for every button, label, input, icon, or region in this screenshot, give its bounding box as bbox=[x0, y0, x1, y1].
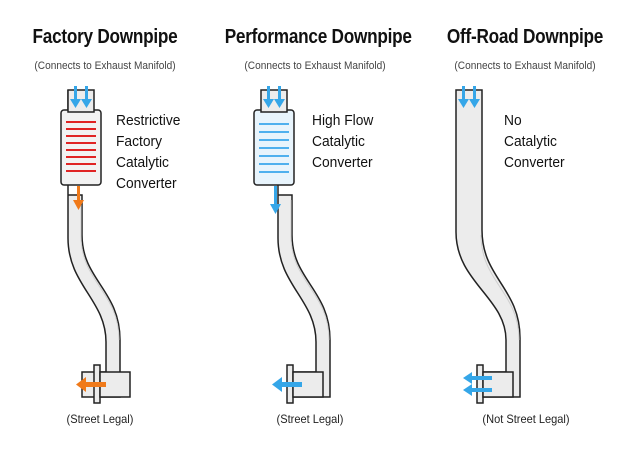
pipe-inner bbox=[480, 234, 520, 341]
performance-downpipe-panel: Performance Downpipe (Connects to Exhaus… bbox=[210, 0, 420, 450]
exhaust-arrow-icon bbox=[463, 372, 492, 396]
panel-subtitle: (Connects to Exhaust Manifold) bbox=[454, 60, 596, 72]
converter-label: No Catalytic Converter bbox=[504, 112, 565, 171]
outflow-arrow-icon bbox=[73, 186, 84, 210]
legal-status: (Street Legal) bbox=[66, 412, 134, 426]
factory-downpipe-panel: Factory Downpipe (Connects to Exhaust Ma… bbox=[0, 0, 210, 450]
legal-status: (Not Street Legal) bbox=[482, 412, 570, 426]
inflow-arrow-icon bbox=[70, 86, 92, 108]
pipe-body bbox=[67, 90, 121, 398]
panel-title: Off-Road Downpipe bbox=[446, 26, 604, 48]
exhaust-arrow-icon bbox=[76, 377, 106, 392]
legal-status: (Street Legal) bbox=[276, 412, 344, 426]
converter-label: Restrictive Factory Catalytic Converter bbox=[116, 112, 181, 192]
downpipe-illustration bbox=[253, 86, 331, 404]
panel-subtitle: (Connects to Exhaust Manifold) bbox=[34, 60, 176, 72]
exhaust-arrow-icon bbox=[272, 377, 302, 392]
panel-title: Factory Downpipe bbox=[32, 26, 178, 48]
panel-title: Performance Downpipe bbox=[224, 26, 412, 48]
pipe-inner bbox=[290, 200, 330, 341]
downpipe-illustration bbox=[455, 86, 521, 404]
downpipe-illustration bbox=[60, 86, 131, 404]
outflow-arrow-icon bbox=[270, 186, 281, 214]
pipe-outlet bbox=[482, 371, 514, 398]
pipe-inner bbox=[80, 200, 120, 341]
converter-label: High Flow Catalytic Converter bbox=[312, 112, 374, 171]
panel-subtitle: (Connects to Exhaust Manifold) bbox=[244, 60, 386, 72]
converter-core-lines bbox=[259, 123, 289, 173]
pipe-outlet-flange bbox=[476, 364, 484, 404]
inflow-arrow-icon bbox=[263, 86, 285, 108]
inflow-arrow-icon bbox=[458, 86, 480, 108]
off-road-downpipe-panel: Off-Road Downpipe (Connects to Exhaust M… bbox=[420, 0, 630, 450]
converter-core-lines bbox=[66, 121, 96, 172]
